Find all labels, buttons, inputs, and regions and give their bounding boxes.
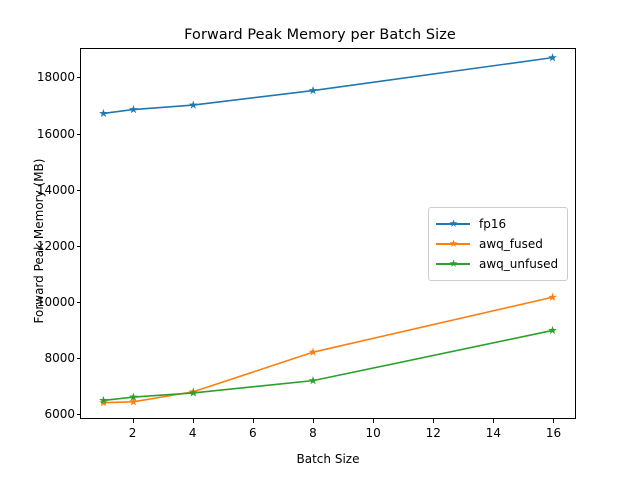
data-point-marker: [129, 104, 138, 114]
legend-swatch: [436, 217, 470, 231]
data-point-marker: [548, 292, 557, 301]
series-line: [103, 56, 553, 115]
y-tick-label: 10000: [36, 294, 75, 309]
page-title: Forward Peak Memory per Batch Size: [184, 27, 456, 43]
y-tick-label: 14000: [36, 182, 75, 197]
data-point-marker: [129, 392, 138, 401]
legend-item-awq_unfused[interactable]: awq_unfused: [436, 254, 558, 274]
x-tick-label: 16: [545, 426, 562, 440]
data-point-marker: [99, 395, 108, 405]
y-tick-mark: [76, 133, 80, 135]
x-tick-label: 12: [425, 426, 441, 440]
legend-star-icon: [449, 259, 457, 267]
data-point-marker: [308, 376, 318, 385]
data-point-marker: [548, 53, 557, 62]
x-tick-mark: [132, 419, 134, 423]
x-tick-label: 10: [365, 426, 381, 440]
y-tick-label: 8000: [44, 350, 75, 365]
data-point-marker: [188, 100, 198, 109]
x-tick-label: 6: [249, 426, 257, 440]
y-tick-mark: [76, 301, 80, 303]
x-tick-mark: [373, 419, 375, 423]
plot-svg: [99, 53, 557, 407]
x-tick-mark: [192, 419, 194, 423]
legend-label: awq_unfused: [479, 257, 559, 271]
x-tick-label: 4: [188, 426, 197, 440]
x-tick-mark: [493, 419, 495, 423]
data-point-marker: [188, 388, 198, 397]
legend: fp16 awq_fused awq_unfused: [428, 207, 569, 281]
y-tick-label: 16000: [36, 126, 75, 141]
x-tick-label: 8: [309, 426, 317, 440]
x-tick-mark: [553, 419, 555, 423]
data-point-marker: [99, 108, 108, 118]
legend-item-fp16[interactable]: fp16: [436, 214, 558, 234]
x-tick-label: 14: [485, 426, 501, 440]
y-tick-label: 12000: [36, 238, 75, 253]
y-tick-mark: [76, 357, 80, 359]
data-point-marker: [308, 347, 318, 356]
legend-swatch: [436, 237, 470, 251]
series-line: [103, 296, 553, 404]
y-tick-label: 18000: [36, 70, 75, 85]
x-axis-label: Batch Size: [296, 452, 360, 466]
legend-swatch: [436, 257, 470, 271]
y-tick-mark: [76, 189, 80, 191]
y-tick-mark: [76, 77, 80, 79]
y-tick-label: 6000: [44, 406, 75, 421]
legend-item-awq_fused[interactable]: awq_fused: [436, 234, 558, 254]
series-line: [103, 329, 553, 402]
data-point-marker: [129, 397, 138, 406]
legend-label: awq_fused: [479, 237, 543, 251]
series-awq_unfused: [99, 325, 557, 405]
legend-star-icon: [449, 239, 457, 247]
series-awq_fused: [99, 292, 557, 407]
data-point-marker: [308, 85, 318, 95]
data-point-marker: [548, 325, 557, 335]
legend-label: fp16: [479, 217, 507, 231]
data-point-marker: [99, 398, 108, 407]
y-axis-label: Forward Peak Memory (MB): [32, 158, 46, 323]
x-tick-mark: [252, 419, 254, 423]
plot-area: [80, 48, 576, 419]
legend-star-icon: [449, 219, 457, 227]
y-tick-mark: [76, 245, 80, 247]
x-tick-label: 2: [128, 426, 137, 440]
x-tick-mark: [433, 419, 435, 423]
x-tick-mark: [312, 419, 314, 423]
series-fp16: [99, 53, 557, 118]
y-tick-mark: [76, 413, 80, 415]
